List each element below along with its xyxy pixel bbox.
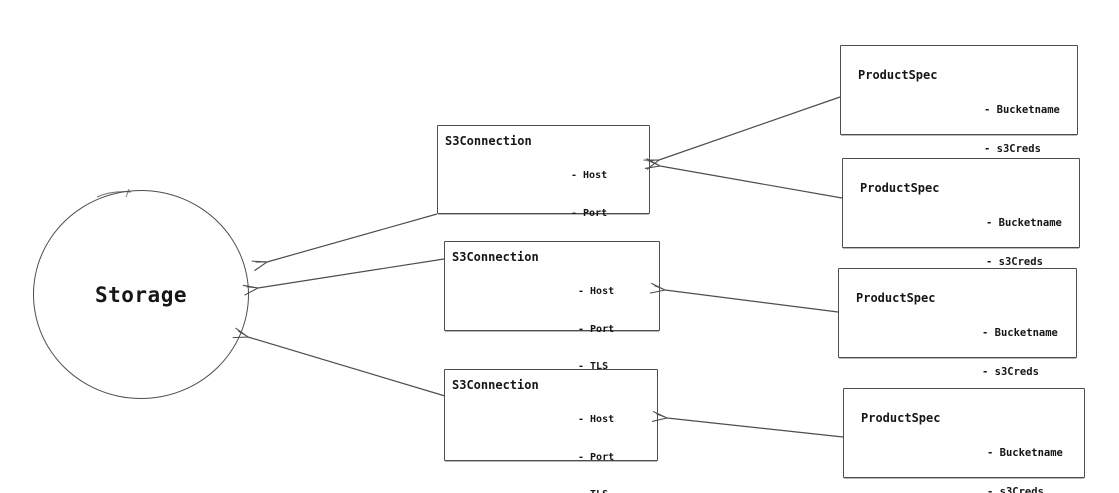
edge-s3connection3-to-storage-arrow [232,327,446,397]
attribute-bucketname: - Bucketname [984,104,1060,116]
attribute-s3creds: - s3Creds [982,366,1039,378]
s3connection-node-2: S3Connection - Host - Port - TLS [444,241,660,372]
productspec-node-2: ProductSpec - Bucketname - s3Creds [842,158,1080,268]
productspec-node-4: ProductSpec - Bucketname - s3Creds [843,388,1085,493]
edge-s3connection1-to-storage-arrow [251,213,438,272]
attribute-bucketname: - Bucketname [987,447,1063,459]
s3connection-title: S3Connection [445,134,532,148]
s3connection-node-3: S3Connection - Host - Port - TLS [444,369,658,493]
s3connection-title: S3Connection [452,250,539,264]
productspec-title: ProductSpec [861,411,941,425]
productspec-attribute-list: - Bucketname - s3Creds [982,301,1058,405]
attribute-s3creds: - s3Creds [984,143,1041,155]
attribute-host: - Host [571,170,608,181]
storage-node: Storage [33,190,249,399]
productspec-attribute-list: - Bucketname - s3Creds [984,78,1060,182]
attribute-bucketname: - Bucketname [982,327,1058,339]
productspec-attribute-list: - Bucketname - s3Creds [986,191,1062,295]
productspec-node-3: ProductSpec - Bucketname - s3Creds [838,268,1077,378]
productspec-attribute-list: - Bucketname - s3Creds [987,421,1063,493]
productspec-title: ProductSpec [858,68,938,82]
attribute-tls: - TLS [578,489,614,493]
attribute-host: - Host [578,286,615,297]
productspec-title: ProductSpec [860,181,940,195]
s3connection-attribute-list: - Host - Port - TLS [578,261,614,399]
attribute-s3creds: - s3Creds [987,486,1044,493]
productspec-title: ProductSpec [856,291,936,305]
s3connection-node-1: S3Connection - Host - Port - TLS [437,125,650,256]
edge-productspec1-to-s3connection1-arrow [643,96,841,170]
edge-productspec4-to-s3connection3-arrow [651,410,844,438]
attribute-port: - Port [578,323,615,335]
s3connection-title: S3Connection [452,378,539,392]
attribute-tls: - TLS [578,361,609,372]
edge-productspec3-to-s3connection2-arrow [649,282,839,313]
attribute-s3creds: - s3Creds [986,256,1043,268]
attribute-port: - Port [578,451,615,463]
attribute-bucketname: - Bucketname [986,217,1062,229]
s3connection-attribute-list: - Host - Port - TLS [578,389,614,493]
attribute-port: - Port [571,207,608,219]
edge-productspec2-to-s3connection1-arrow [644,158,843,199]
attribute-host: - Host [578,414,615,425]
productspec-node-1: ProductSpec - Bucketname - s3Creds [840,45,1078,155]
storage-label: Storage [94,282,187,307]
edge-s3connection2-to-storage-arrow [242,258,445,296]
